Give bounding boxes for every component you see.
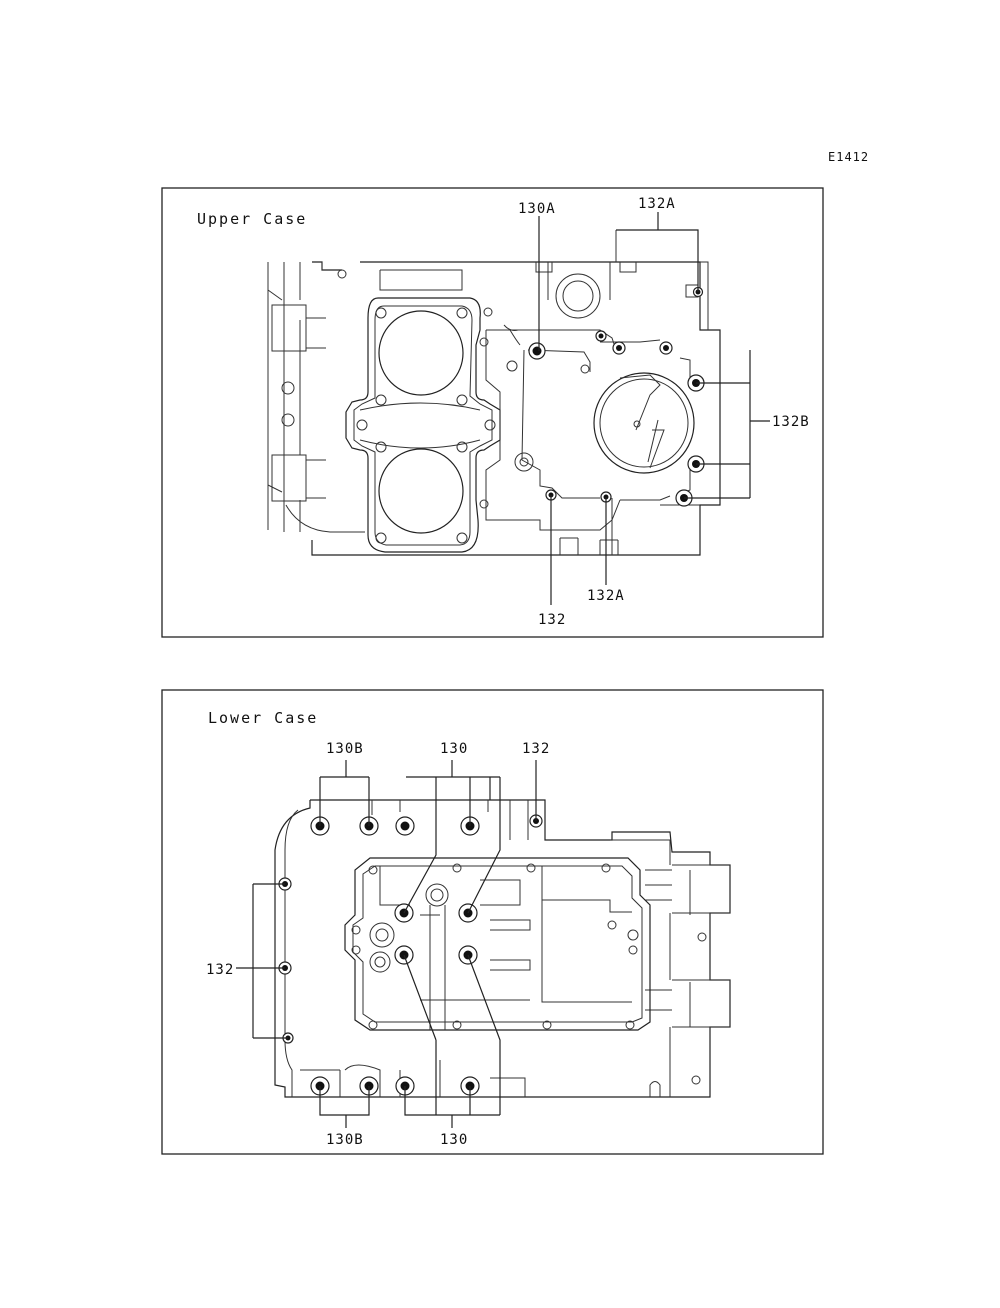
upper-case-frame (161, 187, 824, 638)
upper-case-title: Upper Case (197, 210, 307, 228)
leader-130B-bottom (319, 1086, 370, 1128)
figure-reference: E1412 (828, 150, 869, 164)
lower-bolt-top-3 (395, 816, 415, 836)
upper-bolt-small (595, 330, 607, 342)
label-132-top: 132 (522, 741, 550, 757)
leader-132A-top (616, 212, 699, 292)
leader-130B-top (319, 760, 370, 826)
upper-bolt-small (612, 341, 626, 355)
leader-132-left (236, 883, 288, 1039)
leader-130-bottom (403, 954, 501, 1128)
lower-case-title: Lower Case (208, 709, 318, 727)
label-132: 132 (538, 612, 566, 628)
lower-case-panel: Lower Case (161, 689, 824, 1155)
lower-case-frame (161, 689, 824, 1155)
label-132-left: 132 (206, 962, 234, 978)
leader-130-top (403, 760, 501, 914)
label-132A-bottom: 132A (587, 588, 625, 604)
label-132B: 132B (772, 414, 810, 430)
label-130-top: 130 (440, 741, 468, 757)
lower-case-drawing (236, 760, 731, 1128)
leader-132B (684, 350, 770, 499)
upper-bolt-130A (528, 342, 546, 360)
upper-case-drawing (267, 212, 770, 605)
label-130-bottom: 130 (440, 1132, 468, 1148)
upper-bolt-small (659, 341, 673, 355)
label-130B-top: 130B (326, 741, 364, 757)
label-130B-bottom: 130B (326, 1132, 364, 1148)
label-132A-top: 132A (638, 196, 676, 212)
upper-case-panel: Upper Case (161, 187, 824, 638)
label-130A: 130A (518, 201, 556, 217)
